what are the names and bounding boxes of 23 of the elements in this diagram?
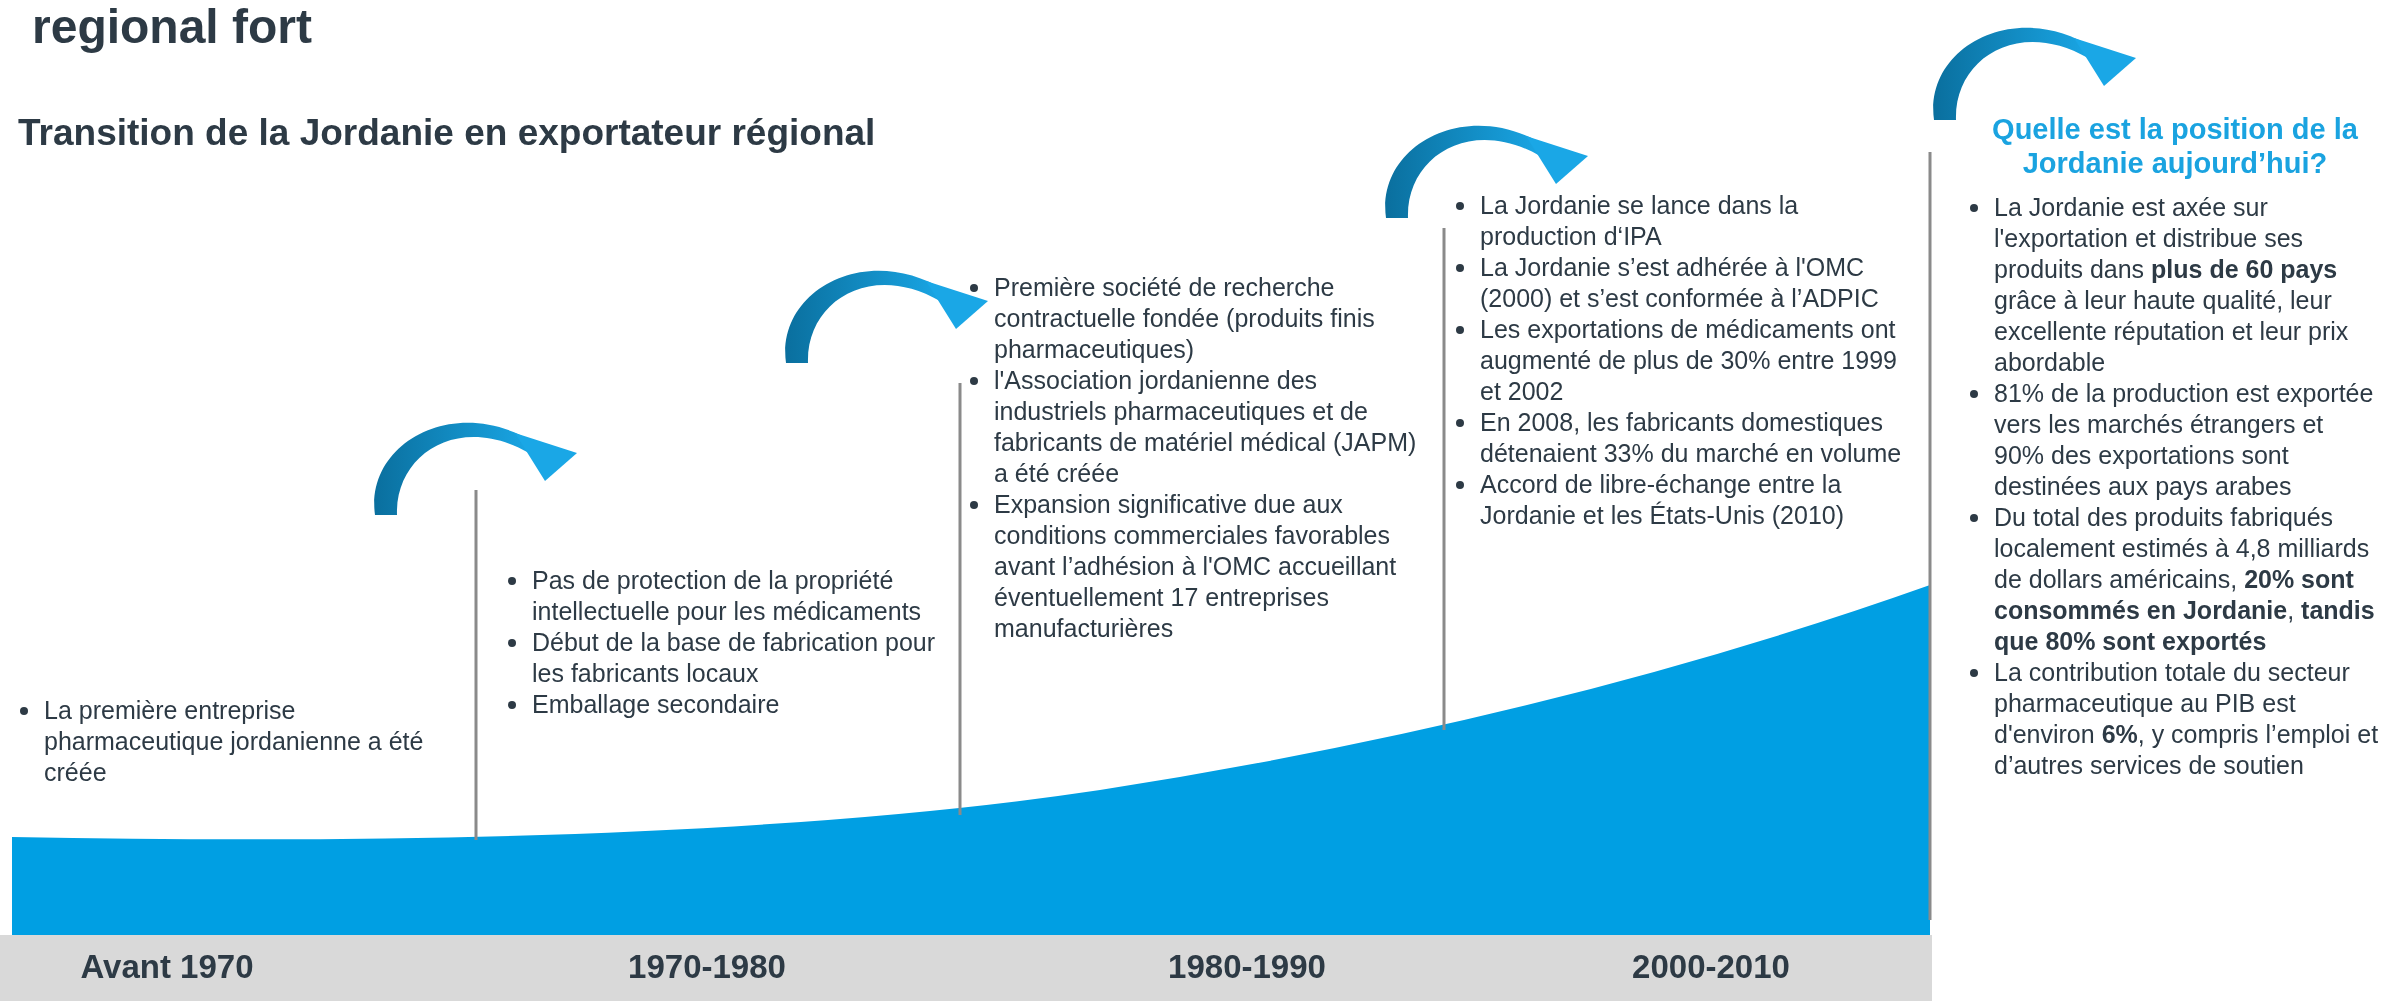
question-heading: Quelle est la position de la Jordanie aujourd’hui? bbox=[1991, 112, 2359, 180]
bullet-text: Première société de recherche contractuelle fondée (produits finis pharmaceutiques) bbox=[994, 273, 1375, 363]
period-label: 1970-1980 bbox=[628, 948, 786, 986]
bullet-text: Emballage secondaire bbox=[532, 690, 780, 718]
bullet-text: La Jordanie se lance dans la production d‘IPA bbox=[1480, 191, 1799, 250]
bullet-text: Expansion significative due aux conditions commerciales favorables avant l’adhésion à l'OMC accueillant éventuellement 17 entreprises manufacturières bbox=[994, 490, 1397, 642]
bullet-text: Les exportations de médicaments ont augmenté de plus de 30% entre 1999 et 2002 bbox=[1480, 315, 1897, 405]
bullet-text: Pas de protection de la propriété intellectuelle pour les médicaments bbox=[532, 566, 922, 625]
bullet-text: Du total des produits fabriqués localement estimés à 4,8 milliards de dollars américains, 20% sont consommés en Jordanie, tandis que 80% sont exportés bbox=[1994, 503, 2375, 655]
bullet-text: La contribution totale du secteur pharmaceutique au PIB est d'environ 6%, y compris l’emploi et d’autres services de soutien bbox=[1994, 658, 2379, 779]
subtitle: Transition de la Jordanie en exportateur régional bbox=[18, 112, 876, 154]
period-label: 1980-1990 bbox=[1168, 948, 1326, 986]
bullet-text: 81% de la production est exportée vers les marchés étrangers et 90% des exportations sont destinées aux pays arabes bbox=[1994, 379, 2374, 500]
bullet-text: l'Association jordanienne des industriels pharmaceutiques et de fabricants de matériel médical (JAPM) a été créée bbox=[994, 366, 1417, 487]
bullet-text: En 2008, les fabricants domestiques détenaient 33% du marché en volume bbox=[1480, 408, 1902, 467]
bullet-text: La première entreprise pharmaceutique jordanienne a été créée bbox=[44, 696, 424, 786]
period-label: 2000-2010 bbox=[1632, 948, 1790, 986]
bullet-text: Début de la base de fabrication pour les fabricants locaux bbox=[532, 628, 936, 687]
bullet-text: La Jordanie s’est adhérée à l'OMC (2000) et s’est conformée à l’ADPIC bbox=[1480, 253, 1879, 312]
period-label: Avant 1970 bbox=[80, 948, 254, 986]
page-title: regional fort bbox=[32, 0, 312, 54]
bullet-text: Accord de libre-échange entre la Jordanie et les États-Unis (2010) bbox=[1480, 470, 1845, 529]
bullet-text: La Jordanie est axée sur l'exportation et distribue ses produits dans plus de 60 pays grâce à leur haute qualité, leur excellente réputation et leur prix abordable bbox=[1994, 193, 2349, 376]
